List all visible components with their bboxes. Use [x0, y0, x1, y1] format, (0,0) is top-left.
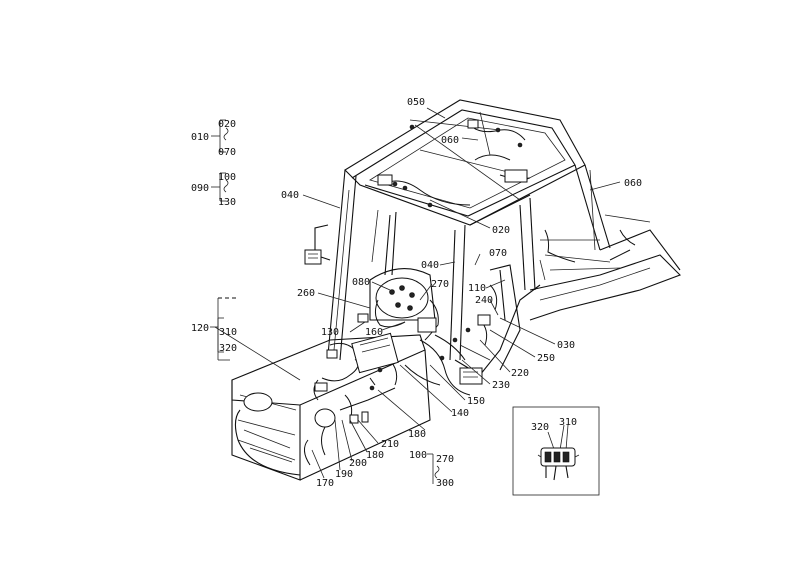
hood-body [217, 297, 431, 481]
callout-310-inset: 310 [559, 417, 577, 428]
callout-270-bottom: 270 [436, 454, 454, 465]
group-100 [427, 453, 440, 484]
callout-210: 210 [381, 439, 399, 450]
callout-050: 050 [407, 97, 425, 108]
connector-detail-inset [512, 406, 600, 496]
callout-220: 220 [511, 368, 529, 379]
callout-100-bottom: 100 [409, 450, 427, 461]
group-090 [211, 172, 229, 202]
callout-070-top: 070 [218, 147, 236, 158]
group-010 [211, 119, 229, 153]
callout-130-top: 130 [218, 197, 236, 208]
callout-320-inset: 320 [531, 422, 549, 433]
callout-180-left: 180 [366, 450, 384, 461]
dashboard-area [357, 209, 439, 341]
callout-130-dash: 130 [321, 327, 339, 338]
callout-240: 240 [475, 295, 493, 306]
callout-270-dash: 270 [431, 279, 449, 290]
front-harness [304, 332, 399, 466]
right-rear-harness [539, 229, 636, 281]
callout-180-right: 180 [408, 429, 426, 440]
callout-200: 200 [349, 458, 367, 469]
callout-110: 110 [468, 283, 486, 294]
callout-150: 150 [467, 396, 485, 407]
callout-230: 230 [492, 380, 510, 391]
callout-170: 170 [316, 478, 334, 489]
callout-080: 080 [352, 277, 370, 288]
callout-030: 030 [557, 340, 575, 351]
callout-090: 090 [191, 183, 209, 194]
callout-300: 300 [436, 478, 454, 489]
callout-250: 250 [537, 353, 555, 364]
group-120 [210, 317, 224, 353]
callout-070-mid: 070 [489, 248, 507, 259]
callout-040-right: 040 [421, 260, 439, 271]
cab-frame [327, 99, 681, 376]
left-lamp [304, 224, 331, 265]
roof-harness [377, 119, 531, 208]
callout-060-roof: 060 [441, 135, 459, 146]
callout-120: 120 [191, 323, 209, 334]
callout-100-top: 100 [218, 172, 236, 183]
leader-lines [214, 107, 621, 479]
callout-020-top: 020 [218, 119, 236, 130]
callout-060-rear: 060 [624, 178, 642, 189]
callout-040-left: 040 [281, 190, 299, 201]
callout-020-mid: 020 [492, 225, 510, 236]
callout-010: 010 [191, 132, 209, 143]
callout-260: 260 [297, 288, 315, 299]
callout-320-left: 320 [219, 343, 237, 354]
callout-190: 190 [335, 469, 353, 480]
callout-310-left: 310 [219, 327, 237, 338]
callout-140: 140 [451, 408, 469, 419]
callout-160: 160 [365, 327, 383, 338]
callout-labels: 020 010 070 100 090 130 040 050 060 060 … [191, 97, 642, 489]
